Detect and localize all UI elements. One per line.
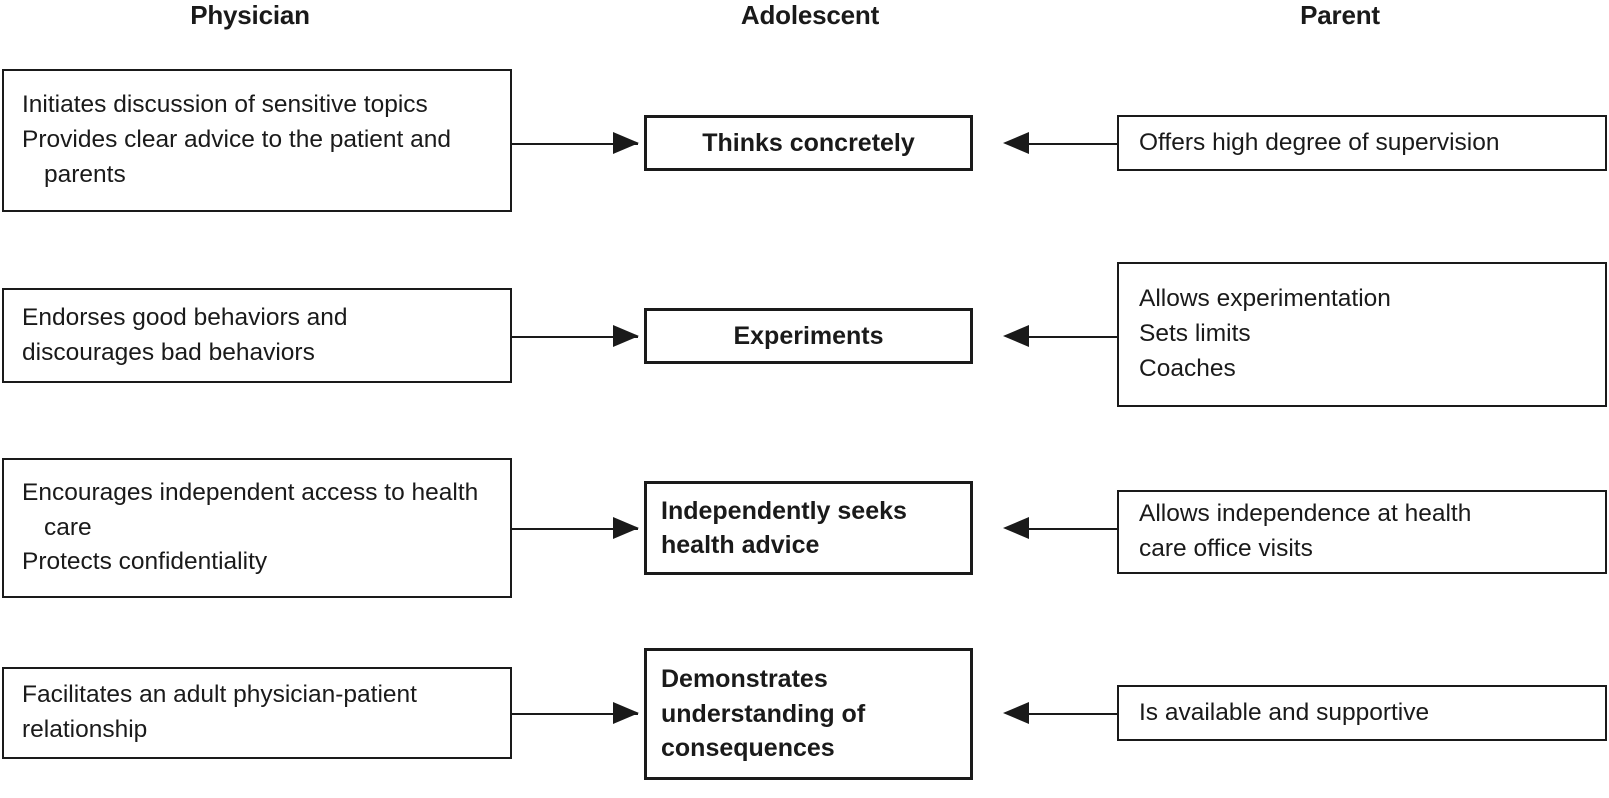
column-header-parent: Parent: [1300, 0, 1380, 30]
adolescent-box-row-1-line-1: Thinks concretely: [702, 128, 915, 157]
arrow-right-icon-row-1: [613, 132, 639, 154]
adolescent-box-row-2: Experiments: [644, 308, 973, 364]
adolescent-box-row-4-line-3: consequences: [661, 734, 835, 763]
parent-box-row-2: Allows experimentation Sets limits Coach…: [1117, 262, 1607, 407]
physician-box-row-3-line-1: Encourages independent access to health …: [22, 478, 486, 541]
arrow-left-icon-row-3: [1003, 517, 1029, 539]
arrow-right-icon-row-2: [613, 325, 639, 347]
arrow-right-icon-row-4: [613, 702, 639, 724]
physician-box-row-4: Facilitates an adult physician-patient r…: [2, 667, 512, 759]
adolescent-box-row-4-line-2: understanding of: [661, 699, 866, 728]
physician-box-row-4-line-1: Facilitates an adult physician-patient: [22, 681, 417, 709]
parent-box-row-2-line-3: Coaches: [1139, 354, 1236, 382]
physician-box-row-3-line-2: Protects confidentiality: [22, 548, 268, 576]
adolescent-box-row-4-line-1: Demonstrates: [661, 665, 828, 694]
adolescent-box-row-3-line-1: Independently seeks: [661, 496, 907, 525]
physician-box-row-1: Initiates discussion of sensitive topics…: [2, 69, 512, 212]
adolescent-box-row-3-line-2: health advice: [661, 531, 820, 559]
arrow-right-icon-row-3: [613, 517, 639, 539]
parent-box-row-3: Allows independence at health care offic…: [1117, 490, 1607, 574]
parent-box-row-2-line-1: Allows experimentation: [1139, 285, 1391, 313]
connector-parent-to-adolescent-row-1: [1028, 143, 1119, 145]
physician-box-row-4-line-2: relationship: [22, 716, 148, 743]
connector-parent-to-adolescent-row-3: [1028, 528, 1119, 530]
physician-box-row-3: Encourages independent access to health …: [2, 458, 512, 598]
physician-box-row-2-line-2: discourages bad behaviors: [22, 338, 315, 366]
connector-physician-to-adolescent-row-4: [512, 713, 638, 715]
adolescent-box-row-3: Independently seeks health advice: [644, 481, 973, 575]
column-header-physician: Physician: [190, 0, 310, 30]
parent-box-row-1-line-1: Offers high degree of supervision: [1139, 128, 1500, 156]
column-header-adolescent: Adolescent: [740, 0, 880, 30]
physician-box-row-1-line-2: Provides clear advice to the patient and…: [22, 126, 458, 188]
parent-box-row-1: Offers high degree of supervision: [1117, 115, 1607, 171]
physician-box-row-2: Endorses good behaviors and discourages …: [2, 288, 512, 383]
arrow-left-icon-row-1: [1003, 132, 1029, 154]
parent-box-row-3-line-2: care office visits: [1139, 535, 1313, 562]
connector-parent-to-adolescent-row-4: [1028, 713, 1119, 715]
connector-parent-to-adolescent-row-2: [1028, 336, 1119, 338]
parent-box-row-4: Is available and supportive: [1117, 685, 1607, 741]
parent-box-row-4-line-1: Is available and supportive: [1139, 698, 1430, 726]
connector-physician-to-adolescent-row-1: [512, 143, 638, 145]
parent-box-row-2-line-2: Sets limits: [1139, 320, 1251, 348]
arrow-left-icon-row-2: [1003, 325, 1029, 347]
connector-physician-to-adolescent-row-3: [512, 528, 638, 530]
adolescent-box-row-4: Demonstrates understanding of consequenc…: [644, 648, 973, 780]
physician-box-row-2-line-1: Endorses good behaviors and: [22, 303, 348, 331]
arrow-left-icon-row-4: [1003, 702, 1029, 724]
adolescent-box-row-1: Thinks concretely: [644, 115, 973, 171]
parent-box-row-3-line-1: Allows independence at health: [1139, 500, 1472, 528]
physician-box-row-1-line-1: Initiates discussion of sensitive topics: [22, 91, 428, 119]
adolescent-box-row-2-line-1: Experiments: [733, 321, 884, 350]
connector-physician-to-adolescent-row-2: [512, 336, 638, 338]
